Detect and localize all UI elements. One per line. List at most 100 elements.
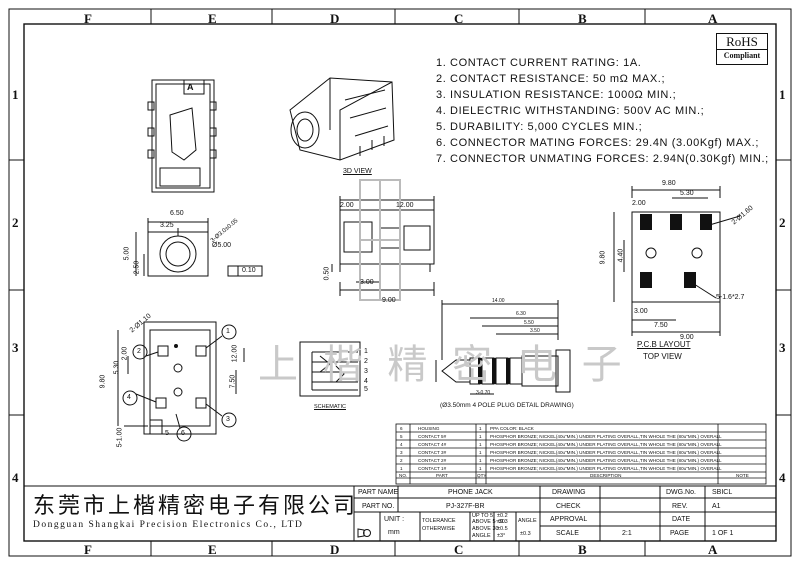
bom-header-part: PART bbox=[436, 473, 448, 478]
dim-label: 14.00 bbox=[492, 298, 505, 304]
dim-label: 5.50 bbox=[524, 320, 534, 326]
zone-ticks bbox=[9, 9, 791, 556]
spec-item: 6. CONNECTOR MATING FORCES: 29.4N (3.00K… bbox=[436, 137, 759, 149]
zone-label-bottom: D bbox=[330, 542, 340, 557]
pcb-pads bbox=[640, 214, 712, 288]
rohs-compliant: Compliant bbox=[717, 49, 767, 62]
bom-part: HOUSING bbox=[418, 426, 440, 431]
tol-value: ±0.2 bbox=[497, 513, 508, 519]
dim-label: 2.50 bbox=[133, 260, 141, 275]
tol-value: ±0.3 bbox=[497, 519, 508, 525]
tol-value: ±3° bbox=[497, 533, 506, 539]
bom-no: 1 bbox=[400, 466, 403, 471]
spec-item: 5. DURABILITY: 5,000 CYCLES MIN.; bbox=[436, 121, 643, 133]
dim-label: 9.80 bbox=[599, 250, 607, 265]
unit-value: mm bbox=[388, 529, 400, 536]
bom-qty: 1 bbox=[479, 426, 482, 431]
scale-label: SCALE bbox=[556, 530, 579, 537]
bom-desc: PHOSPHOR BRONZE; NICKEL(40u"MIN.) UNDER … bbox=[490, 450, 722, 455]
profile-view-drawing bbox=[331, 196, 435, 296]
zone-label-bottom: A bbox=[708, 542, 718, 557]
iso-3d-drawing bbox=[289, 77, 395, 161]
bom-no: 2 bbox=[400, 458, 403, 463]
pcb-layout-drawing bbox=[613, 186, 741, 336]
title-block-grid bbox=[24, 485, 776, 541]
dim-label: Ø5.00 bbox=[212, 242, 232, 249]
dim-label: 2.00 bbox=[632, 200, 646, 207]
drawing-label: DRAWING bbox=[552, 489, 586, 496]
page-label: PAGE bbox=[670, 530, 689, 537]
dim-label: 5.30 bbox=[680, 190, 694, 197]
dim-label: 3-0.70 bbox=[476, 390, 491, 396]
pin-label: 3 bbox=[226, 416, 230, 423]
dim-label: 2.00 bbox=[340, 202, 354, 209]
bom-part: CONTACT 3# bbox=[418, 450, 447, 455]
bom-header-desc: DESCRIPTION bbox=[590, 473, 622, 478]
tol-range: ABOVE 5~30 bbox=[472, 519, 505, 525]
zone-label-left: 2 bbox=[12, 215, 19, 230]
angle-label: ANGLE bbox=[518, 518, 537, 524]
zone-label-top: F bbox=[84, 11, 92, 26]
zone-label-left: 4 bbox=[12, 470, 19, 485]
zone-label-left: 1 bbox=[12, 87, 19, 102]
dim-label: 2.00 bbox=[121, 346, 129, 361]
pin-label: 1 bbox=[226, 328, 230, 335]
watermark-text: 上 楷 精 密 电 子 bbox=[258, 342, 628, 388]
zone-label-top: B bbox=[578, 11, 587, 26]
dwg-value: SBICL bbox=[712, 489, 733, 496]
rohs-badge: RoHS Compliant bbox=[716, 33, 768, 65]
zone-label-right: 2 bbox=[779, 215, 786, 230]
part-no-label: PART NO. bbox=[362, 503, 395, 510]
dim-label: 3.00 bbox=[360, 279, 374, 286]
tol-value: ±0.5 bbox=[497, 526, 508, 532]
scale-value: 2:1 bbox=[622, 530, 632, 537]
schematic-pin: 5 bbox=[364, 386, 368, 393]
dim-label: 5.00 bbox=[123, 246, 131, 261]
projection-symbol bbox=[357, 528, 371, 538]
pin-view-drawing bbox=[117, 321, 245, 442]
rev-value: A1 bbox=[712, 503, 721, 510]
bom-table-grid bbox=[395, 423, 767, 485]
bom-qty: 1 bbox=[479, 434, 482, 439]
schematic-pin: 3 bbox=[364, 368, 368, 375]
bom-header-note: NOTE bbox=[736, 473, 749, 478]
plug-caption: (Ø3.50mm 4 POLE PLUG DETAIL DRAWING) bbox=[440, 402, 574, 409]
zone-label-bottom: F bbox=[84, 542, 92, 557]
pin-label: 4 bbox=[127, 394, 131, 401]
company-name-cn: 东莞市上楷精密电子有限公司 bbox=[33, 493, 359, 518]
bom-desc: PHOSPHOR BRONZE; NICKEL(40u"MIN.) UNDER … bbox=[490, 458, 722, 463]
side-circle-view bbox=[135, 218, 263, 277]
spec-item: 3. INSULATION RESISTANCE: 1000Ω MIN.; bbox=[436, 89, 677, 101]
dwg-label: DWG.No. bbox=[666, 489, 696, 496]
angle-value: ±0.3 bbox=[520, 531, 531, 537]
schematic-pin: 4 bbox=[364, 378, 368, 385]
bom-no: 4 bbox=[400, 442, 403, 447]
tolerance-label: TOLERANCE bbox=[422, 518, 456, 524]
zone-label-right: 4 bbox=[779, 470, 786, 485]
spec-item: 4. DIELECTRIC WITHSTANDING: 500V AC MIN.… bbox=[436, 105, 705, 117]
part-name-value: PHONE JACK bbox=[448, 489, 493, 496]
dim-label: 0.10 bbox=[242, 267, 256, 274]
zone-label-top: E bbox=[208, 11, 217, 26]
page-value: 1 OF 1 bbox=[712, 530, 734, 537]
dim-label: 3.25 bbox=[160, 222, 174, 229]
bom-desc: PHOSPHOR BRONZE; NICKEL(40u"MIN.) UNDER … bbox=[490, 466, 722, 471]
unit-label: UNIT : bbox=[384, 516, 405, 523]
bom-desc: PHOSPHOR BRONZE; NICKEL(40u"MIN.) UNDER … bbox=[490, 442, 722, 447]
top-view-label: TOP VIEW bbox=[643, 352, 682, 361]
dim-label: 3.00 bbox=[634, 308, 648, 315]
zone-label-top: C bbox=[454, 11, 464, 26]
otherwise-label: OTHERWISE bbox=[422, 526, 456, 532]
zone-label-top: D bbox=[330, 11, 340, 26]
schematic-pin: 2 bbox=[364, 358, 368, 365]
dim-label: 4.40 bbox=[617, 248, 625, 263]
inner-border bbox=[23, 23, 777, 542]
dim-label: 6.30 bbox=[516, 311, 526, 317]
dim-label: 5.30 bbox=[113, 360, 121, 375]
iso-view-label: 3D VIEW bbox=[343, 168, 372, 175]
check-label: CHECK bbox=[556, 503, 581, 510]
dim-label: 3.50 bbox=[530, 328, 540, 334]
watermark-mark bbox=[359, 179, 401, 301]
approval-label: APPROVAL bbox=[550, 516, 588, 523]
